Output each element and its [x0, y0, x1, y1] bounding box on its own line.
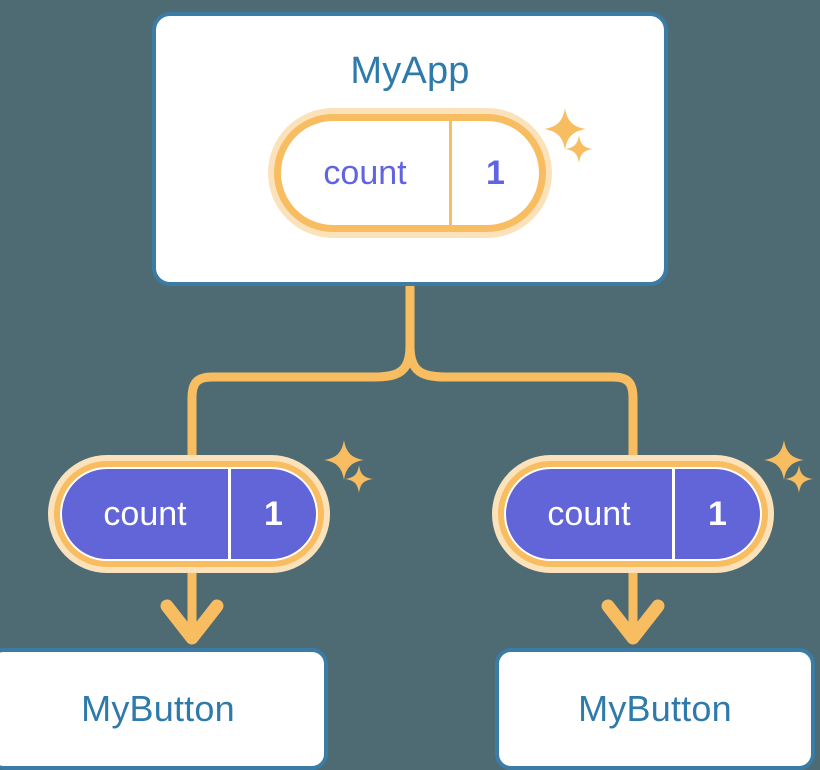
pill-body: count 1 [281, 121, 539, 225]
pill-halo: count 1 [48, 455, 330, 573]
pill-body: count 1 [504, 467, 762, 561]
pill-ring: count 1 [274, 114, 546, 232]
pill-halo: count 1 [492, 455, 774, 573]
state-pill-root[interactable]: count 1 [268, 108, 552, 238]
component-card-mybutton-left[interactable]: MyButton [0, 648, 328, 770]
state-value: 1 [449, 121, 539, 225]
arrow-down-icon [601, 572, 665, 645]
component-label: MyButton [81, 688, 235, 729]
pill-ring: count 1 [498, 461, 768, 567]
component-card-mybutton-right[interactable]: MyButton [495, 648, 815, 770]
sparkle-small-icon [785, 465, 813, 493]
page-title: MyApp [350, 50, 470, 92]
pill-ring: count 1 [54, 461, 324, 567]
state-pill-child-right[interactable]: count 1 [492, 455, 774, 573]
state-key: count [323, 153, 407, 192]
state-value: 1 [228, 469, 316, 559]
state-pill-child-left[interactable]: count 1 [48, 455, 330, 573]
sparkle-small-icon [345, 465, 373, 493]
state-key: count [547, 494, 631, 533]
state-key: count [103, 494, 187, 533]
component-label: MyButton [578, 688, 732, 729]
pill-halo: count 1 [268, 108, 552, 238]
pill-body: count 1 [60, 467, 318, 561]
arrow-down-icon [160, 572, 224, 645]
state-value: 1 [672, 469, 760, 559]
